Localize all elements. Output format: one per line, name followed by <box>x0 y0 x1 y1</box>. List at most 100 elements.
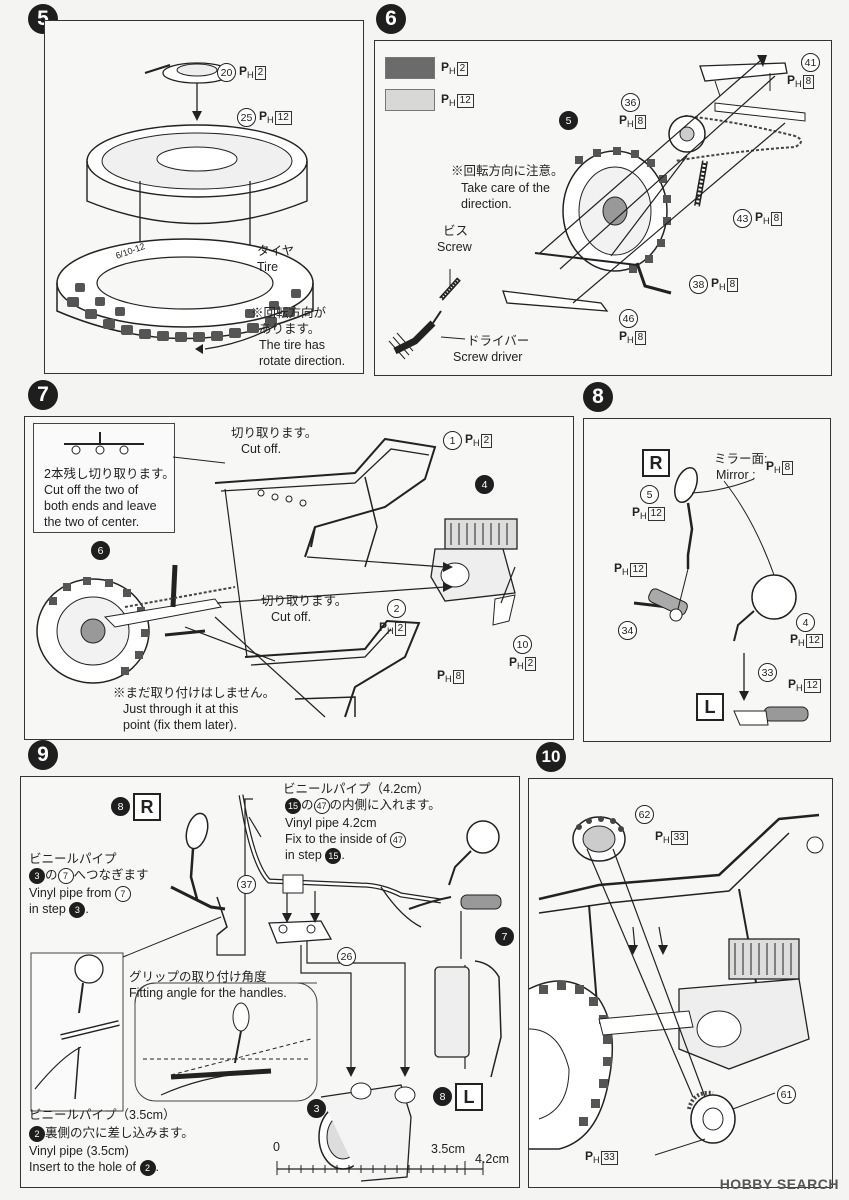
left-side-label: L <box>455 1083 483 1111</box>
ph-label: P <box>259 109 268 123</box>
paint-number: 8 <box>770 212 783 226</box>
ph-sub: H <box>719 282 726 293</box>
pipe42-note-jp1: ビニールパイプ（4.2cm） <box>283 782 430 796</box>
driver-label-en: Screw driver <box>453 350 523 364</box>
cut-detail-illustration <box>64 432 144 455</box>
driver-label-jp: ドライバー <box>467 334 530 348</box>
ph-label: P <box>655 829 664 843</box>
vinyl-pipe-note-jp1: ビニールパイプ <box>29 852 117 866</box>
ph-sub: H <box>798 638 805 649</box>
ph-label: P <box>766 459 775 473</box>
ph-label: P <box>437 668 446 682</box>
ph-label: P <box>711 276 720 290</box>
paint-number: 12 <box>647 507 665 521</box>
part-7-marker: 7 <box>495 927 514 946</box>
step-8-illustration <box>633 466 809 726</box>
ph-sub: H <box>517 661 524 672</box>
paint-number: 33 <box>670 831 688 845</box>
inset-note-en1: Cut off the two of <box>44 483 139 497</box>
paint-swatch-dark <box>385 57 435 79</box>
ref-step-8b-marker: 8 <box>433 1087 452 1106</box>
ph-label: P <box>790 632 799 646</box>
cut-off-note2-en: Cut off. <box>271 610 312 624</box>
ph-label: P <box>632 505 641 519</box>
paint-number: 2 <box>394 622 407 636</box>
vinyl-pipe-note-en2-dot: . <box>85 902 89 916</box>
ph-label: P <box>788 677 797 691</box>
ph-sub: H <box>267 115 274 126</box>
pipe35-note-en1: Vinyl pipe (3.5cm) <box>29 1144 129 1158</box>
step-8-number: 8 <box>583 382 613 412</box>
vinyl-pipe-note-jp2-tail: へつなぎます <box>73 868 149 882</box>
step-5-illustration <box>56 62 314 354</box>
paint-swatch-light <box>385 89 435 111</box>
pipe35-note-jp1: ビニールパイプ（3.5cm） <box>29 1108 176 1122</box>
hobby-search-watermark: HOBBY SEARCH <box>719 1176 839 1192</box>
part-46-marker: 46 <box>619 309 638 328</box>
paint-number: 2 <box>480 434 493 448</box>
part-7-marker: 7 <box>57 867 74 884</box>
ph-label: P <box>755 210 764 224</box>
paint-number: 2 <box>524 657 537 671</box>
ph-label: P <box>619 113 628 127</box>
paint-number: 12 <box>629 563 647 577</box>
step-9-illustration <box>30 794 502 1182</box>
paint-number: 12 <box>456 94 474 108</box>
pipe42-note-en3-text: in step <box>285 848 322 862</box>
direction-note-en1: Take care of the <box>461 181 550 195</box>
vinyl-pipe-note-en2: in step 3. <box>29 901 89 918</box>
part-26-marker: 26 <box>337 947 356 966</box>
step-7-number: 7 <box>28 380 58 410</box>
cut-detail-inset: 2本残し切り取ります。 Cut off the two of both ends… <box>33 423 175 533</box>
ph-sub: H <box>449 66 456 77</box>
right-side-label: R <box>133 793 161 821</box>
ph-sub: H <box>445 674 452 685</box>
pipe42-note-en3-dot: . <box>341 848 345 862</box>
ph-sub: H <box>449 98 456 109</box>
paint-number: 2 <box>254 66 267 80</box>
screw-label-jp: ビス <box>443 224 469 238</box>
part-47-marker: 47 <box>313 797 330 814</box>
tire-label-en: Tire <box>257 260 279 274</box>
part-6-marker: 6 <box>91 541 110 560</box>
paint-number: 8 <box>726 278 739 292</box>
pipe35-note-en2-text: Insert to the hole of <box>29 1160 137 1174</box>
pipe35-note-en2: Insert to the hole of 2. <box>29 1159 159 1176</box>
part-47-marker: 47 <box>389 831 406 848</box>
ph-sub: H <box>663 835 670 846</box>
part-15-marker: 15 <box>325 847 342 864</box>
pipe42-note-en3: in step 15. <box>285 847 345 864</box>
cut-off-note1-jp: 切り取ります。 <box>231 426 318 440</box>
paint-number: 8 <box>634 331 647 345</box>
part-2-marker: 2 <box>387 599 406 618</box>
ph-label: P <box>239 64 248 78</box>
ph-label: P <box>441 60 450 74</box>
vinyl-pipe-note-en2-text: in step <box>29 902 66 916</box>
part-4-marker: 4 <box>796 613 815 632</box>
ph-sub: H <box>593 1155 600 1166</box>
tire-label-jp: タイヤ <box>257 244 295 258</box>
part-43-marker: 43 <box>733 209 752 228</box>
fix-later-note-en1: Just through it at this <box>123 702 239 716</box>
grip-angle-title-jp: グリップの取り付け角度 <box>129 970 267 984</box>
right-side-label: R <box>642 449 670 477</box>
screw-label-en: Screw <box>437 240 472 254</box>
